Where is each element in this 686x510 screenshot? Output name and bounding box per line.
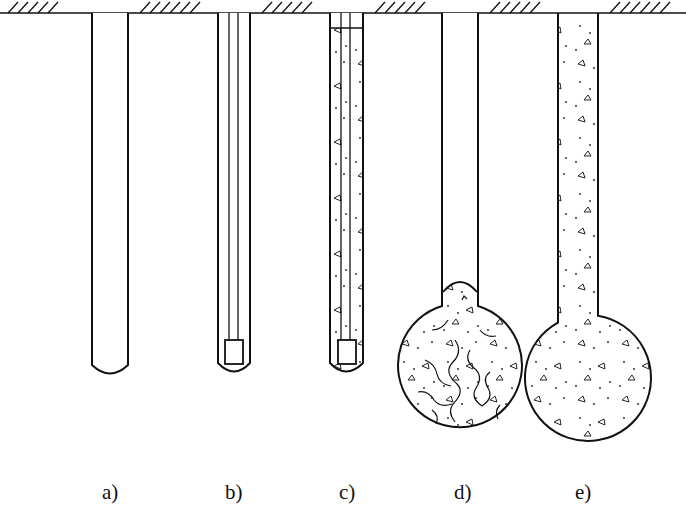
finished-pile — [525, 13, 651, 441]
ground-surface — [0, 2, 686, 13]
stage-label: b) — [225, 482, 243, 503]
bored-hole — [92, 13, 128, 374]
stage-label: c) — [339, 482, 355, 503]
hole-with-charge — [218, 13, 250, 372]
stage-label: a) — [102, 482, 118, 503]
stage-label: d) — [454, 482, 472, 503]
blast-bulb — [398, 13, 522, 427]
stage-label: e) — [575, 482, 591, 503]
hole-filled-with-concrete — [330, 13, 363, 372]
